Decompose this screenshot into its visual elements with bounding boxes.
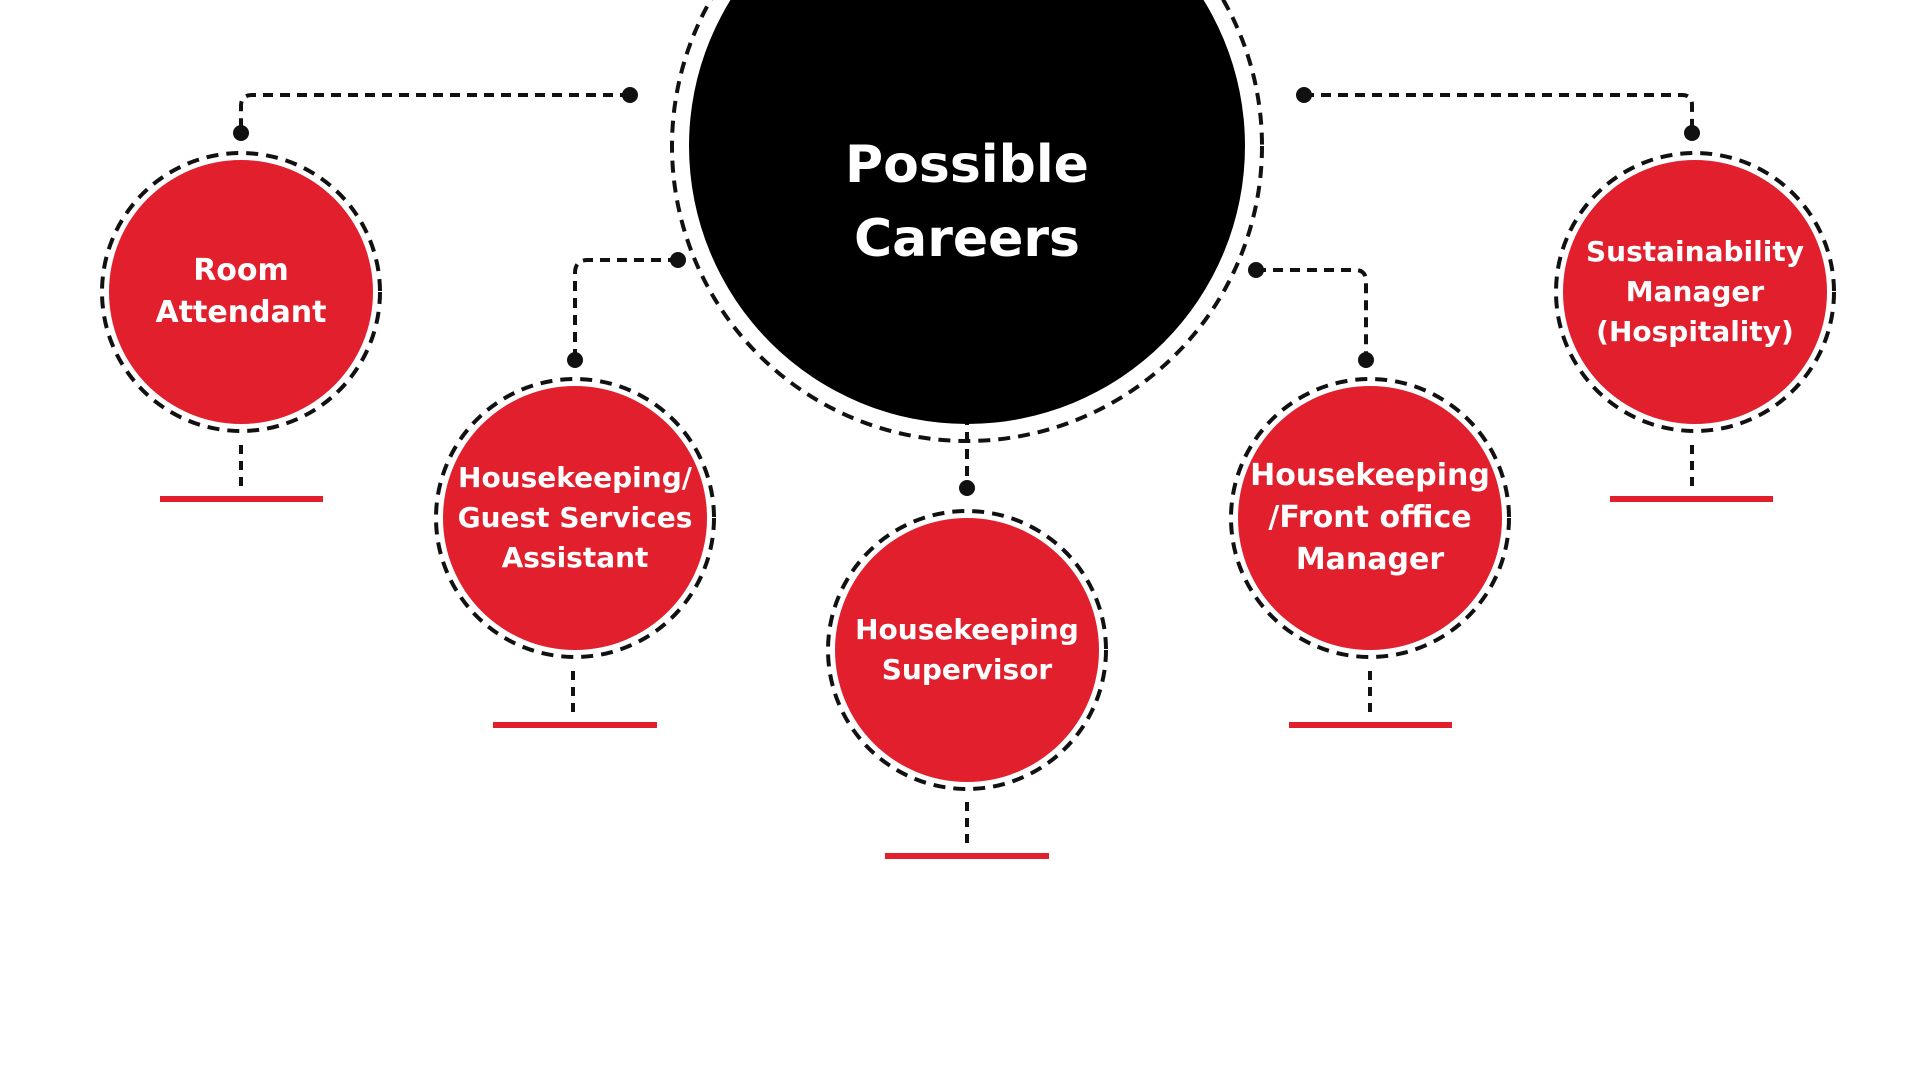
- career-node-room-attendant: Room Attendant: [109, 160, 373, 424]
- connector-dot: [567, 352, 583, 368]
- career-label: Housekeeping /Front office Manager: [1245, 455, 1495, 581]
- node-dashed-ring-guest-services: [434, 377, 716, 659]
- career-label-line: Assistant: [501, 541, 649, 574]
- center-title-line2: Careers: [853, 209, 1081, 269]
- connector-dot: [1248, 262, 1264, 278]
- connector-room-attendant: [239, 93, 630, 133]
- base-bar-guest-services: [493, 722, 657, 728]
- connector-dot: [1684, 125, 1700, 141]
- career-node-sustainability-manager-hospitality: Sustainability Manager (Hospitality): [1563, 160, 1827, 424]
- base-bar-sustainability: [1610, 496, 1773, 502]
- career-label-line: Housekeeping: [855, 613, 1079, 646]
- connector-dot: [233, 125, 249, 141]
- node-dashed-ring-supervisor: [826, 509, 1108, 791]
- career-label-line: Housekeeping/: [458, 461, 692, 494]
- career-label: Sustainability Manager (Hospitality): [1570, 232, 1820, 352]
- career-label-line: Attendant: [155, 295, 327, 330]
- center-title-line1: Possible: [845, 135, 1089, 195]
- connector-dot: [670, 252, 686, 268]
- career-label-line: Room: [193, 253, 289, 288]
- center-title: Possible Careers: [787, 128, 1147, 276]
- career-label-line: Supervisor: [881, 653, 1053, 686]
- career-label-line: /Front office: [1268, 500, 1472, 535]
- connector-dot: [1358, 352, 1374, 368]
- career-label-line: (Hospitality): [1596, 315, 1794, 348]
- career-label: Housekeeping Supervisor: [842, 610, 1092, 690]
- base-bar-front-office: [1289, 722, 1452, 728]
- connector-dot: [622, 87, 638, 103]
- connector-guest-services: [573, 258, 678, 360]
- career-label-line: Manager: [1295, 542, 1445, 577]
- career-label-line: Manager: [1625, 275, 1765, 308]
- career-label: Housekeeping/ Guest Services Assistant: [450, 458, 700, 578]
- base-bar-room-attendant: [160, 496, 323, 502]
- career-node-housekeeping-supervisor: Housekeeping Supervisor: [835, 518, 1099, 782]
- base-bar-supervisor: [885, 853, 1049, 859]
- career-node-housekeeping-guest-services-assistant: Housekeeping/ Guest Services Assistant: [443, 386, 707, 650]
- career-label-line: Housekeeping: [1250, 458, 1490, 493]
- career-label-line: Guest Services: [457, 501, 693, 534]
- node-dashed-ring-front-office: [1229, 377, 1511, 659]
- career-label: Room Attendant: [116, 250, 366, 334]
- center-circle: Possible Careers: [689, 0, 1245, 424]
- connector-sustainability: [1304, 93, 1694, 133]
- connector-front-office: [1256, 268, 1368, 360]
- node-dashed-ring-sustainability: [1554, 151, 1836, 433]
- career-label-line: Sustainability: [1586, 235, 1804, 268]
- career-node-housekeeping-front-office-manager: Housekeeping /Front office Manager: [1238, 386, 1502, 650]
- node-dashed-ring-room-attendant: [100, 151, 382, 433]
- connector-dot: [1296, 87, 1312, 103]
- connector-dot: [959, 480, 975, 496]
